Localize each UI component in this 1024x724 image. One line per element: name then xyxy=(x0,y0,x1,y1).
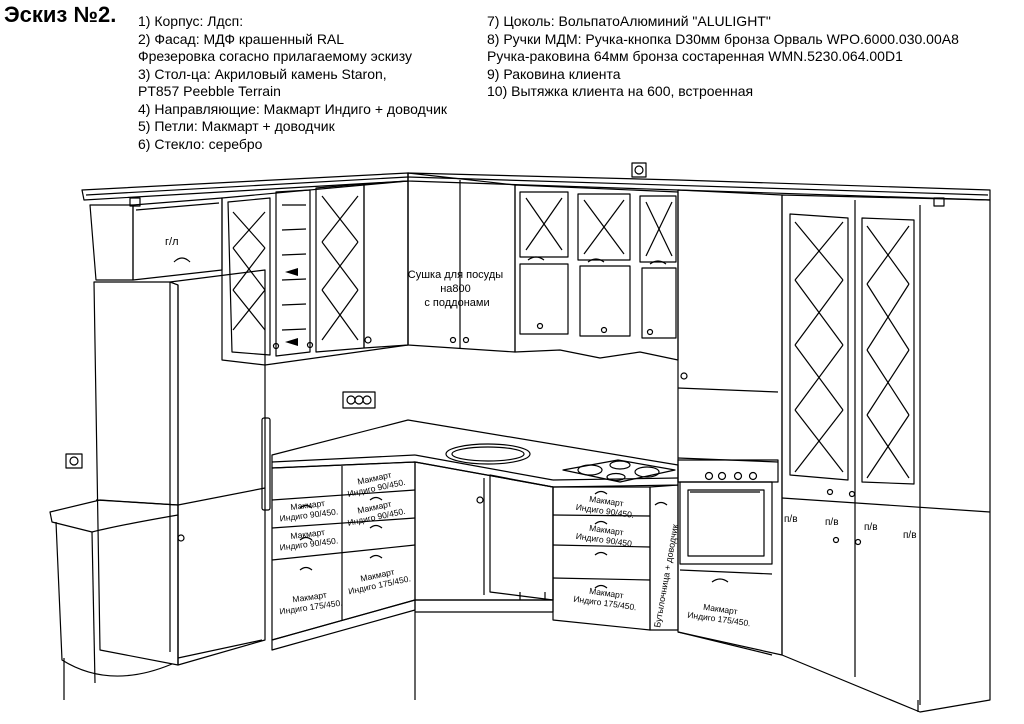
lower-drawers-left xyxy=(271,461,416,651)
corner-end-shelf xyxy=(49,499,179,700)
fridge-cabinet xyxy=(93,269,271,666)
spec-line: 10) Вытяжка клиента на 600, встроенная xyxy=(487,83,754,99)
tall-glazed-cabinet xyxy=(781,194,991,713)
drawer-labels-left: МакмартИндиго 90/450. МакмартИндиго 90/4… xyxy=(277,467,412,617)
drawer-label: МакмартИндиго 175/450. xyxy=(573,584,639,613)
label-pv: п/в xyxy=(864,522,878,533)
bottle-fittings xyxy=(285,268,298,346)
floor-lines xyxy=(414,612,919,712)
label-pv: п/в xyxy=(784,514,798,525)
label-pv: п/в xyxy=(825,517,839,528)
wall-socket-left xyxy=(65,453,83,469)
label-dish-dryer: Сушка для посуды на800 с поддонами xyxy=(408,269,506,309)
spec-line: 5) Петли: Макмарт + доводчик xyxy=(138,118,335,134)
countertop xyxy=(271,419,679,488)
drawer-label: МакмартИндиго 175/450. xyxy=(345,564,411,597)
upper-dryer-cabinet xyxy=(407,172,516,353)
label-gl: г/л xyxy=(165,236,179,248)
drawer-label: МакмартИндиго 90/450. xyxy=(345,496,407,528)
wall-socket-triple xyxy=(342,391,376,409)
drawer-label: МакмартИндиго 90/450. xyxy=(278,525,339,552)
upper-glazed-cabinets-left xyxy=(221,180,409,366)
sink xyxy=(445,443,531,465)
label-pv: п/в xyxy=(903,530,917,541)
label-bottle-rack: Бутылочница + доводчик xyxy=(652,523,680,628)
pv-labels: п/в п/в п/в п/в xyxy=(784,514,917,541)
sketch-title: Эскиз №2. xyxy=(4,2,117,27)
drawer-label: МакмартИндиго 175/450. xyxy=(687,600,753,629)
cornice-left xyxy=(81,172,409,207)
drawer-label: МакмартИндиго 90/450. xyxy=(575,521,636,549)
wall-socket-top xyxy=(631,162,647,178)
spec-line: Фрезеровка согасно прилагаемому эскизу xyxy=(138,48,412,64)
cornice-right xyxy=(407,172,991,207)
drawer-label: МакмартИндиго 175/450. xyxy=(277,588,343,617)
spec-line: Ручка-раковина 64мм бронза состаренная W… xyxy=(487,48,903,64)
upper-glazed-cabinets-right xyxy=(514,184,679,361)
spec-line: 1) Корпус: Лдсп: xyxy=(138,13,244,29)
hob xyxy=(562,459,676,483)
spec-line: 9) Раковина клиента xyxy=(487,65,621,82)
oven-column xyxy=(677,189,783,656)
sink-base-cabinet xyxy=(414,461,554,613)
spec-line: 6) Стекло: серебро xyxy=(138,135,263,152)
upper-cabinet-gl xyxy=(89,197,223,281)
spec-line: 3) Стол-ца: Акриловый камень Staron, xyxy=(138,65,387,82)
drawer-label: МакмартИндиго 90/450. xyxy=(278,496,339,523)
spec-list-right: 7) Цоколь: ВольпатоАлюминий "ALULIGHT" 8… xyxy=(487,13,959,101)
spec-line: 4) Направляющие: Макмарт Индиго + доводч… xyxy=(138,100,448,117)
spec-line: PT857 Peebble Terrain xyxy=(138,83,281,99)
drawer-label: МакмартИндиго 90/450. xyxy=(345,467,407,499)
spec-line: 7) Цоколь: ВольпатоАлюминий "ALULIGHT" xyxy=(487,13,771,29)
spec-line: 8) Ручки МДМ: Ручка-кнопка D30мм бронза … xyxy=(487,30,959,47)
spec-line: 2) Фасад: МДФ крашенный RAL xyxy=(138,30,345,47)
spec-list-left: 1) Корпус: Лдсп: 2) Фасад: МДФ крашенный… xyxy=(138,13,447,153)
